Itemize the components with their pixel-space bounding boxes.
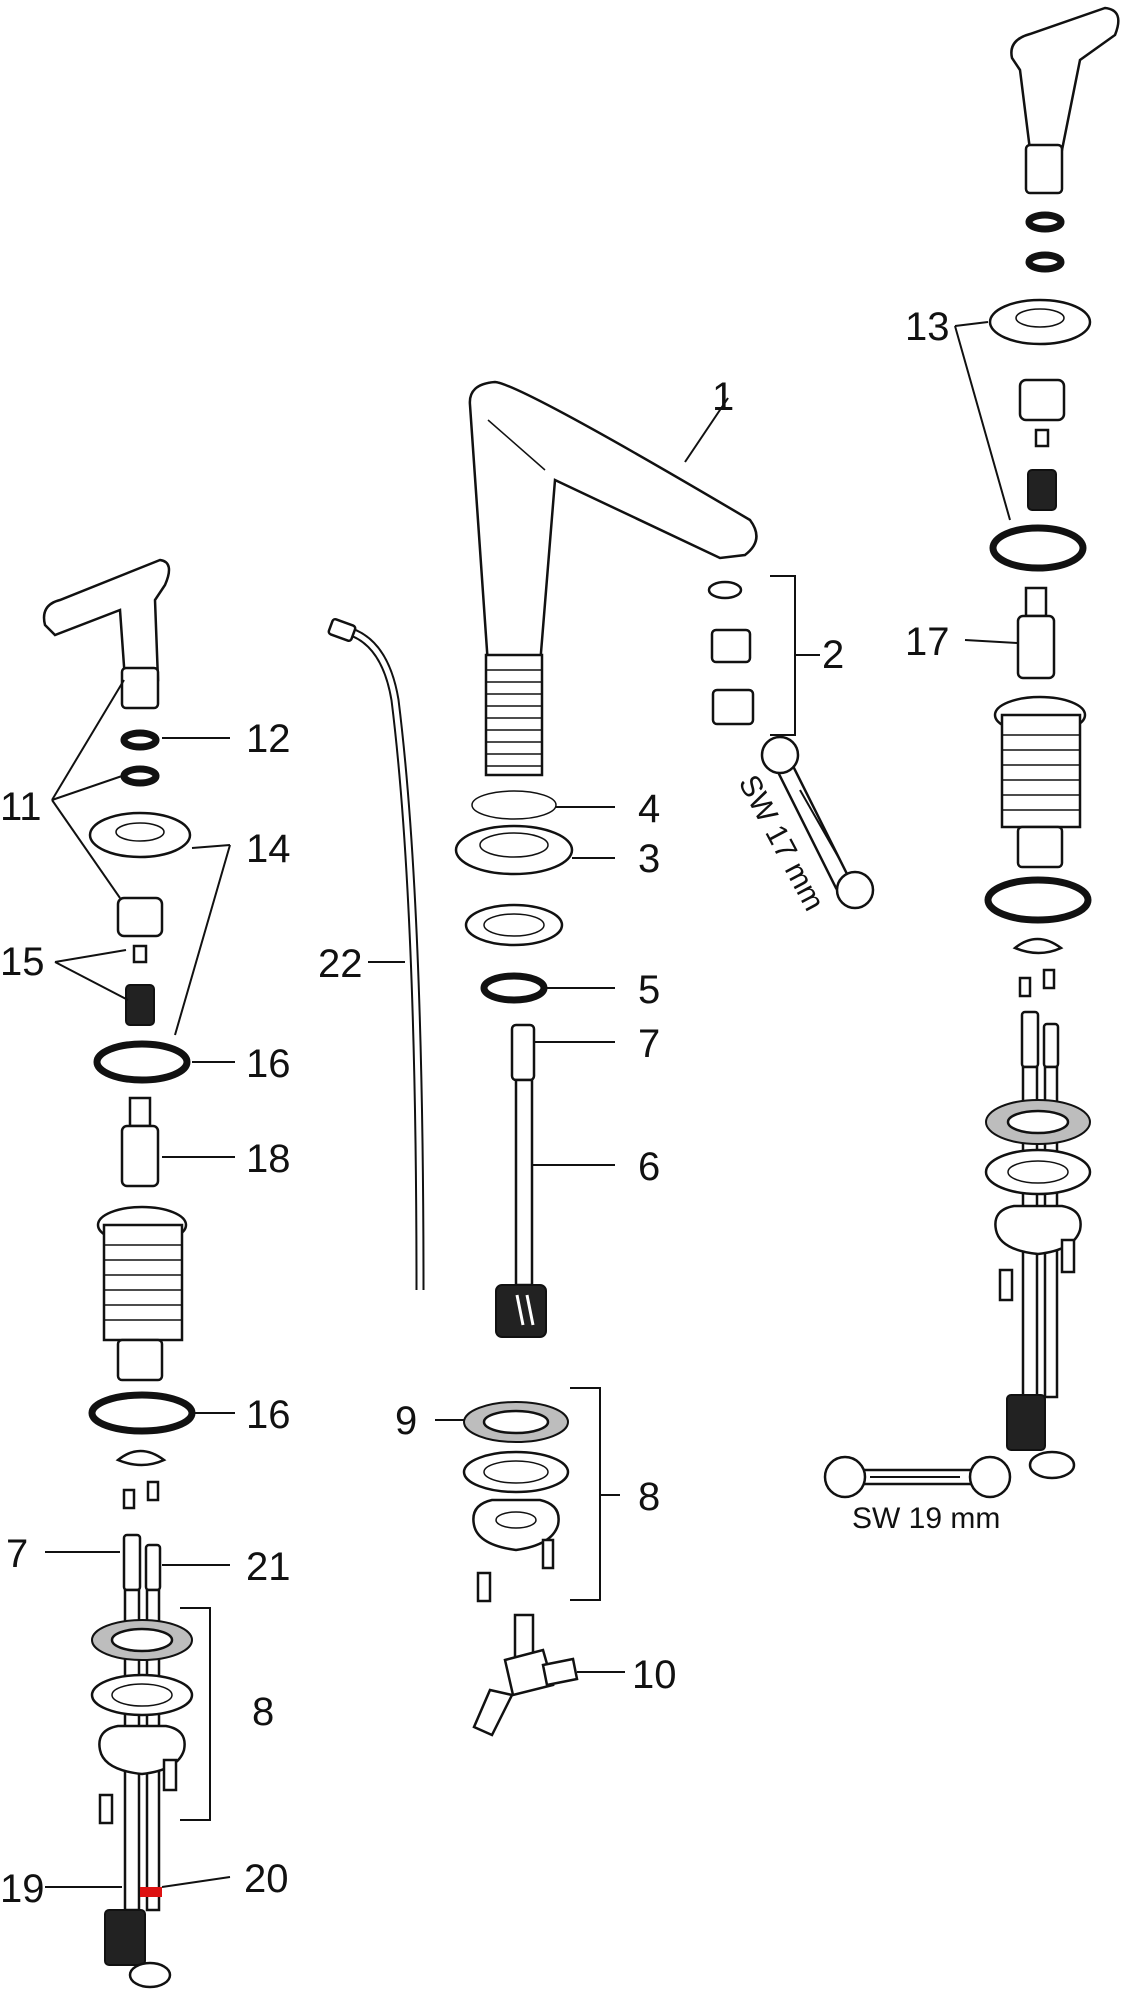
label-15: 15 [0, 940, 45, 984]
label-5: 5 [638, 968, 660, 1012]
label-8-left: 8 [252, 1690, 274, 1734]
part-labels: 1 2 4 3 5 7 6 9 8 10 22 12 11 14 15 16 1… [0, 305, 1000, 1911]
label-13: 13 [905, 305, 950, 349]
label-11: 11 [0, 785, 42, 829]
label-4: 4 [638, 787, 660, 831]
label-14: 14 [246, 827, 291, 871]
label-6: 6 [638, 1145, 660, 1189]
label-7-center: 7 [638, 1022, 660, 1066]
label-16-bottom: 16 [246, 1393, 291, 1437]
spout-assembly [454, 380, 758, 1737]
wrench-sw19-label: SW 19 mm [852, 1502, 1000, 1535]
label-2: 2 [822, 633, 844, 677]
label-8-center: 8 [638, 1475, 660, 1519]
label-1: 1 [712, 375, 734, 419]
right-valve-assembly [984, 6, 1120, 1480]
wrench-sw19-icon [823, 1455, 1012, 1499]
label-7-left: 7 [6, 1532, 28, 1576]
label-9: 9 [395, 1399, 417, 1443]
label-10: 10 [632, 1653, 677, 1697]
label-16-top: 16 [246, 1042, 291, 1086]
label-20: 20 [244, 1857, 289, 1901]
label-18: 18 [246, 1137, 291, 1181]
label-21: 21 [246, 1545, 291, 1589]
label-22: 22 [318, 942, 363, 986]
label-3: 3 [638, 837, 660, 881]
left-valve-assembly [42, 558, 196, 1989]
leader-lines [45, 321, 1019, 1888]
wrench-sw17-icon [760, 735, 875, 910]
label-12: 12 [246, 717, 291, 761]
label-17: 17 [905, 620, 950, 664]
hose [327, 617, 425, 1291]
label-19: 19 [0, 1867, 45, 1911]
